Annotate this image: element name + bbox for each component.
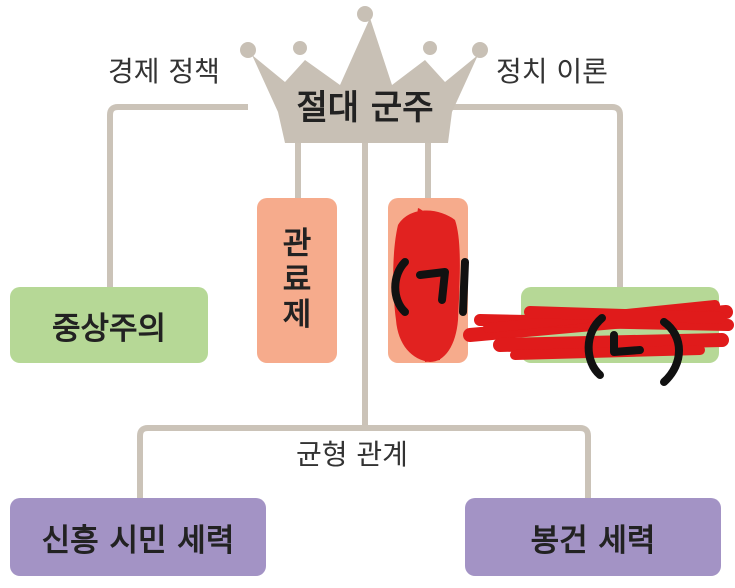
absolute-monarch-title: 절대 군주	[296, 88, 434, 128]
connector-political-theory	[448, 104, 623, 288]
connector-balance	[137, 425, 591, 500]
economic-policy-label: 경제 정책	[108, 55, 220, 88]
mercantilism-box: 중상주의	[10, 287, 208, 363]
rising-citizens-box: 신흥 시민 세력	[10, 498, 266, 576]
bureaucracy-char-2: 료	[282, 261, 312, 298]
mercantilism-label: 중상주의	[51, 310, 167, 347]
bureaucracy-box: 관 료 제	[257, 198, 337, 363]
hidden-box-b	[521, 287, 719, 363]
balance-relation-label: 균형 관계	[296, 438, 408, 471]
political-theory-label: 정치 이론	[496, 55, 608, 88]
connector-economic-policy	[107, 104, 248, 288]
rising-citizens-label: 신흥 시민 세력	[41, 522, 235, 559]
bureaucracy-char-3: 제	[282, 297, 312, 334]
feudal-forces-label: 봉건 세력	[530, 522, 656, 559]
bureaucracy-char-1: 관	[282, 226, 312, 263]
feudal-forces-box: 봉건 세력	[465, 498, 721, 576]
hidden-box-a	[388, 198, 468, 363]
